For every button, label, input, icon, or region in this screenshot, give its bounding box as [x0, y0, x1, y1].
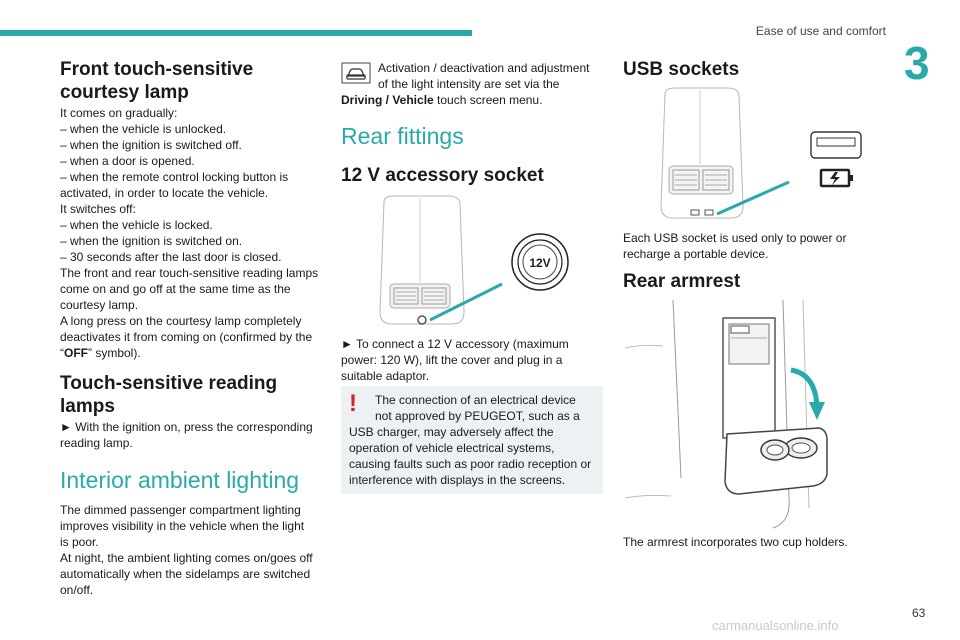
screen-note-line1-2: Activation / deactivation and adjustment… — [378, 61, 590, 91]
warning-box: ! The connection of an electrical device… — [341, 386, 603, 494]
usb-heading: USB sockets — [623, 59, 740, 80]
screen-note-line3: Driving / Vehicle touch screen menu. — [341, 93, 543, 107]
section-title: Ease of use and comfort — [755, 24, 886, 38]
warning-icon: ! — [349, 390, 357, 417]
warning-text: The connection of an electrical device n… — [349, 393, 592, 487]
armrest-illustration — [624, 299, 828, 529]
ambient-heading: Interior ambient lighting — [60, 467, 300, 493]
front-lamp-body: It comes on gradually: – when the vehicl… — [60, 105, 325, 361]
rear-fittings-heading: Rear fittings — [341, 123, 464, 149]
reading-lamps-body: ► With the ignition on, press the corres… — [60, 420, 313, 450]
armrest-body: The armrest incorporates two cup holders… — [623, 535, 848, 549]
reading-lamps-heading: Touch-sensitive reading lamps — [60, 373, 278, 417]
usb-illustration — [660, 87, 862, 219]
socket-12v-illustration: 12V — [379, 195, 569, 325]
front-lamp-heading: Front touch-sensitive courtesy lamp — [60, 59, 254, 103]
off-symbol-line: “OFF” symbol). — [60, 346, 141, 360]
car-screen-icon — [341, 62, 371, 84]
socket-12v-heading: 12 V accessory socket — [341, 165, 544, 186]
socket-12v-body: ► To connect a 12 V accessory (maximum p… — [341, 337, 569, 383]
armrest-heading: Rear armrest — [623, 271, 741, 292]
watermark: carmanualsonline.info — [712, 618, 839, 633]
header-accent-bar — [0, 30, 472, 36]
socket-12v-label: 12V — [529, 256, 550, 270]
usb-body: Each USB socket is used only to power or… — [623, 231, 847, 261]
page-number: 63 — [912, 606, 926, 620]
ambient-body: The dimmed passenger compartment lightin… — [60, 503, 313, 597]
chapter-number: 3 — [904, 37, 930, 89]
